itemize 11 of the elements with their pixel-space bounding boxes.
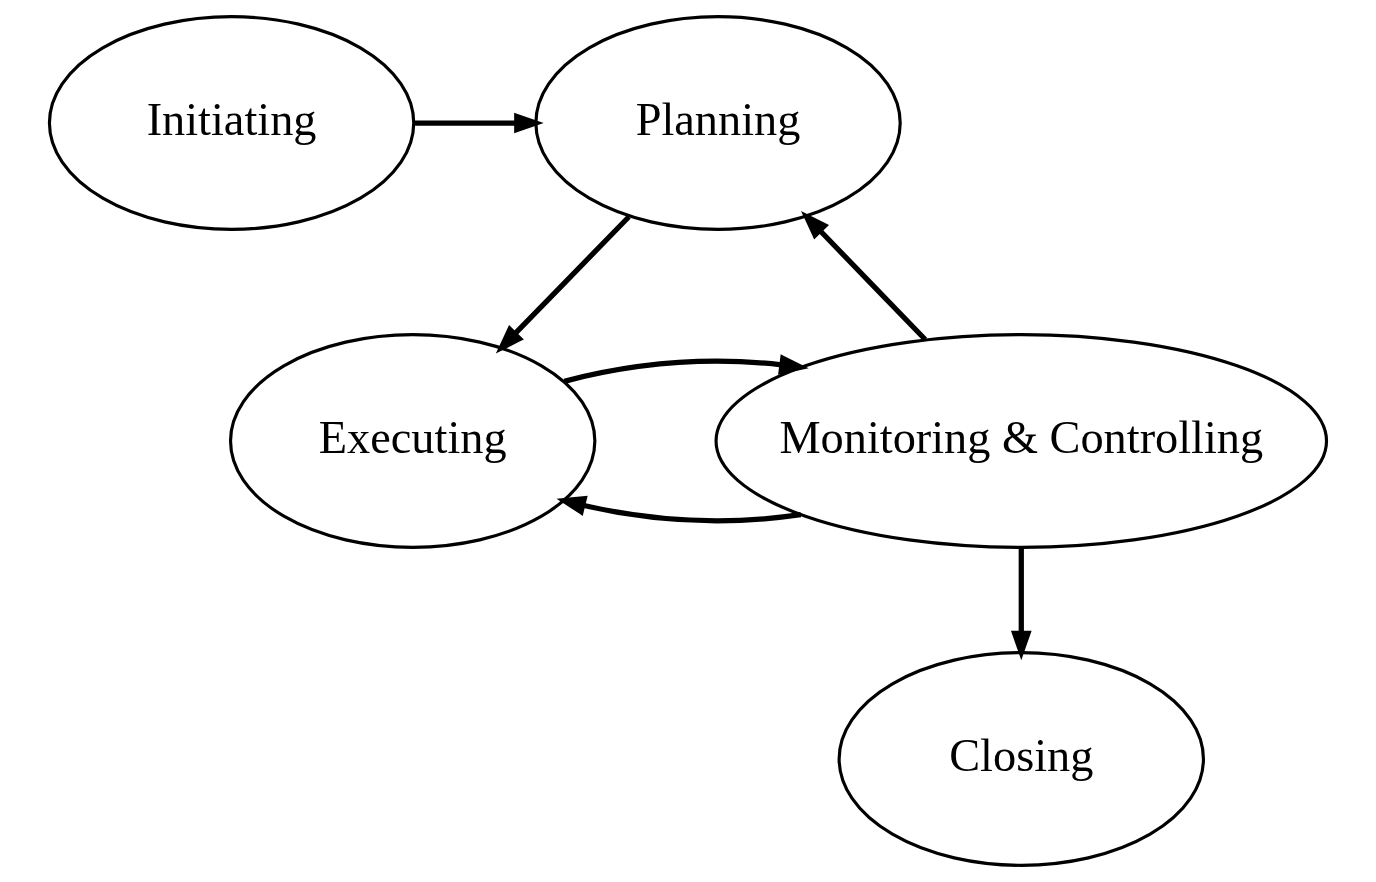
arrow	[801, 211, 928, 342]
node-ellipse: Planning	[534, 15, 902, 231]
arrow	[414, 112, 544, 134]
arrow	[1010, 547, 1032, 661]
node-ellipse: Monitoring & Controlling	[714, 333, 1329, 549]
node-ellipse: Executing	[228, 333, 597, 549]
arrow	[563, 354, 809, 384]
node-ellipse: Closing	[837, 651, 1206, 867]
node-ellipse: Initiating	[47, 15, 416, 231]
arrow	[495, 214, 631, 354]
arrow	[556, 495, 802, 524]
